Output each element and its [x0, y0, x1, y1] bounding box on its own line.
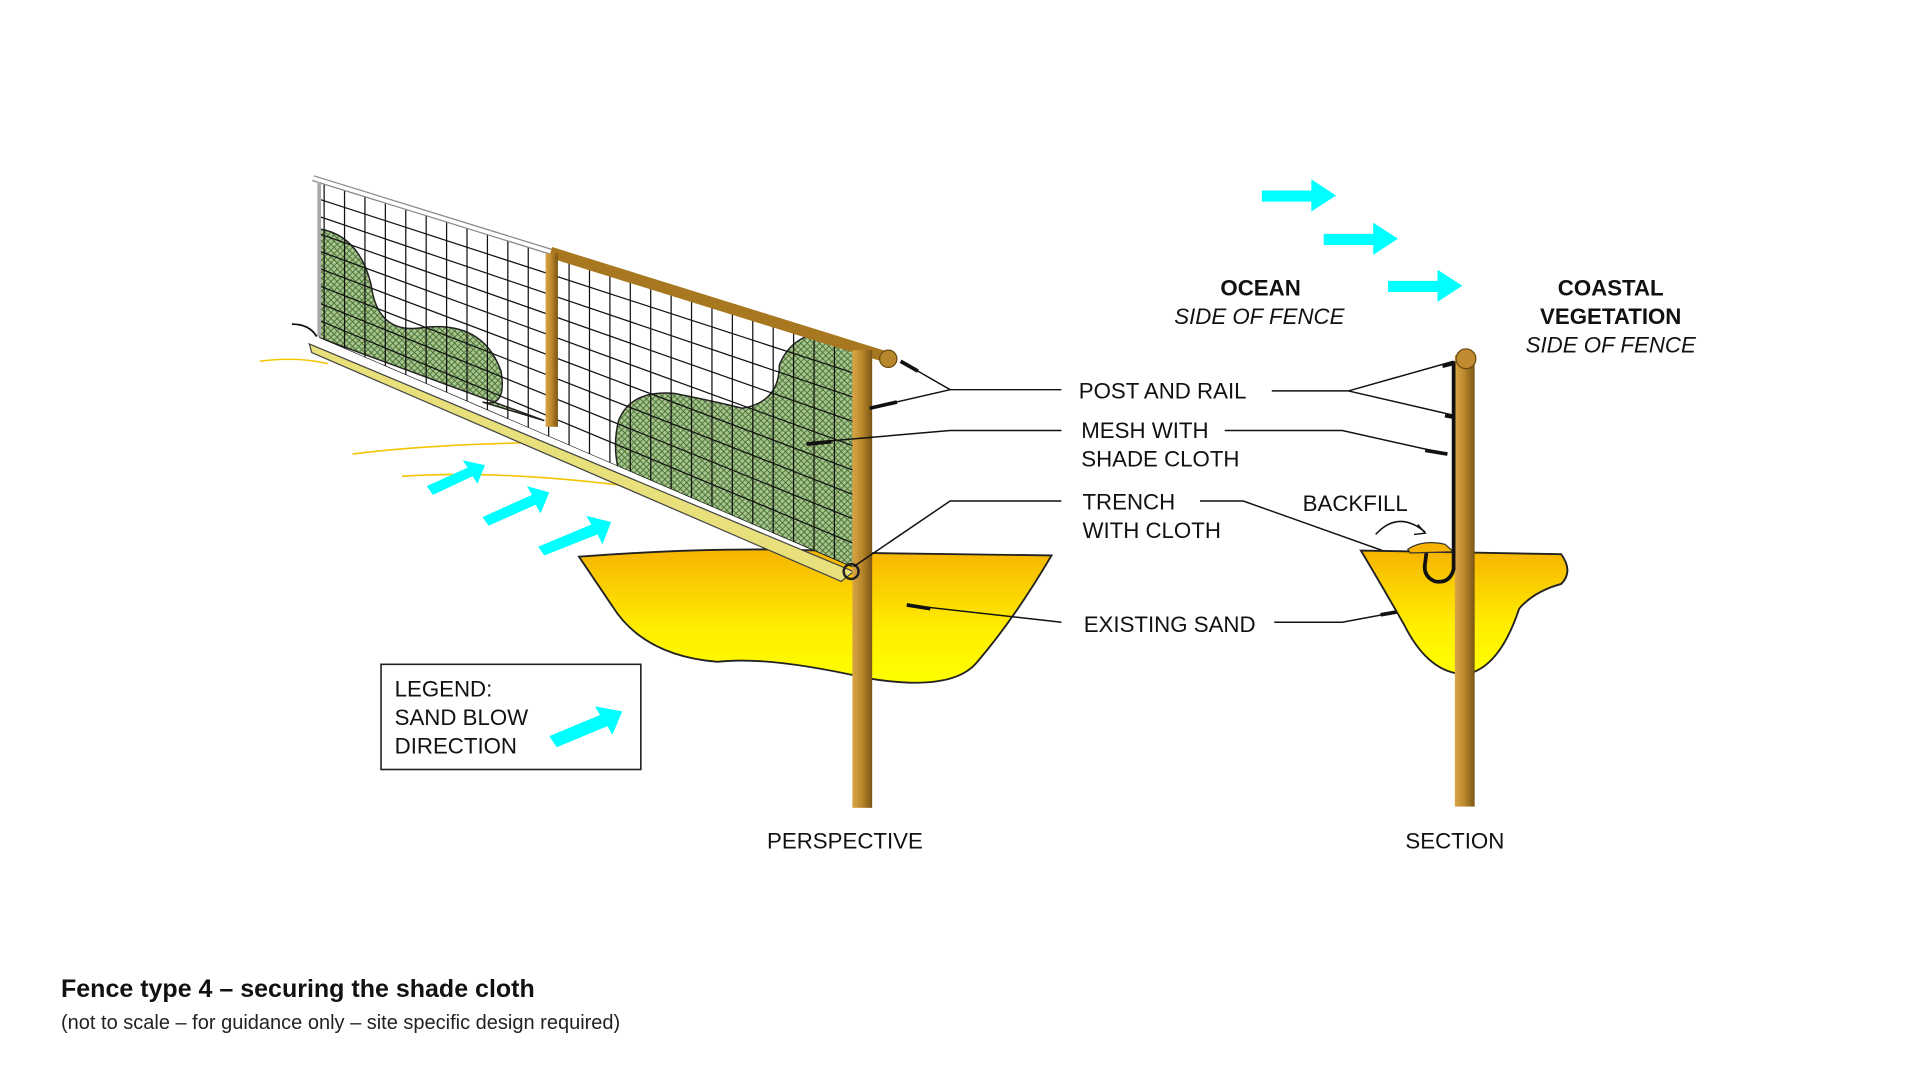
legend: LEGEND: SAND BLOW DIRECTION: [380, 663, 642, 771]
legend-line-2: SAND BLOW: [395, 705, 529, 730]
label-mesh-1: MESH WITH: [1081, 418, 1208, 443]
sand-blow-arrows: [426, 460, 612, 556]
label-ocean-side: SIDE OF FENCE: [1174, 304, 1345, 329]
caption: Fence type 4 – securing the shade cloth …: [61, 975, 620, 1035]
label-trench-1: TRENCH: [1082, 490, 1175, 515]
section-arrows: [1261, 179, 1463, 302]
label-existing-sand: EXISTING SAND: [1084, 612, 1256, 637]
mesh-wire: [319, 285, 863, 499]
label-coastal-2: VEGETATION: [1540, 304, 1681, 329]
wind-lines: [259, 358, 619, 486]
label-trench-2: WITH CLOTH: [1082, 518, 1220, 543]
label-coastal-1: COASTAL: [1558, 276, 1664, 301]
mesh-wire: [319, 233, 863, 426]
mesh-wire: [319, 215, 863, 401]
mesh-wire: [319, 198, 863, 377]
mesh-wire: [319, 267, 863, 475]
middle-post: [545, 253, 558, 427]
label-post-and-rail: POST AND RAIL: [1079, 378, 1247, 403]
section-mesh: [1422, 361, 1456, 584]
caption-title: Fence type 4 – securing the shade cloth: [61, 975, 535, 1003]
top-rail: [548, 247, 890, 363]
mesh-wire: [319, 319, 863, 548]
legend-line-3: DIRECTION: [395, 733, 517, 758]
legend-line-1: LEGEND:: [395, 676, 493, 701]
label-backfill: BACKFILL: [1303, 491, 1408, 516]
label-ocean: OCEAN: [1220, 276, 1300, 301]
label-section: SECTION: [1405, 829, 1504, 854]
label-coastal-side: SIDE OF FENCE: [1526, 333, 1697, 358]
leader-lines: [806, 359, 1468, 624]
perspective-post: [852, 350, 873, 808]
caption-subtitle: (not to scale – for guidance only – site…: [61, 1012, 621, 1034]
legend-arrow-icon: [549, 706, 623, 748]
mesh-wire: [319, 250, 863, 450]
label-mesh-2: SHADE CLOTH: [1081, 446, 1239, 471]
section-post: [1454, 355, 1475, 807]
label-perspective: PERSPECTIVE: [767, 829, 923, 854]
trench-cloth: [308, 342, 855, 583]
mesh-wire: [319, 302, 863, 524]
